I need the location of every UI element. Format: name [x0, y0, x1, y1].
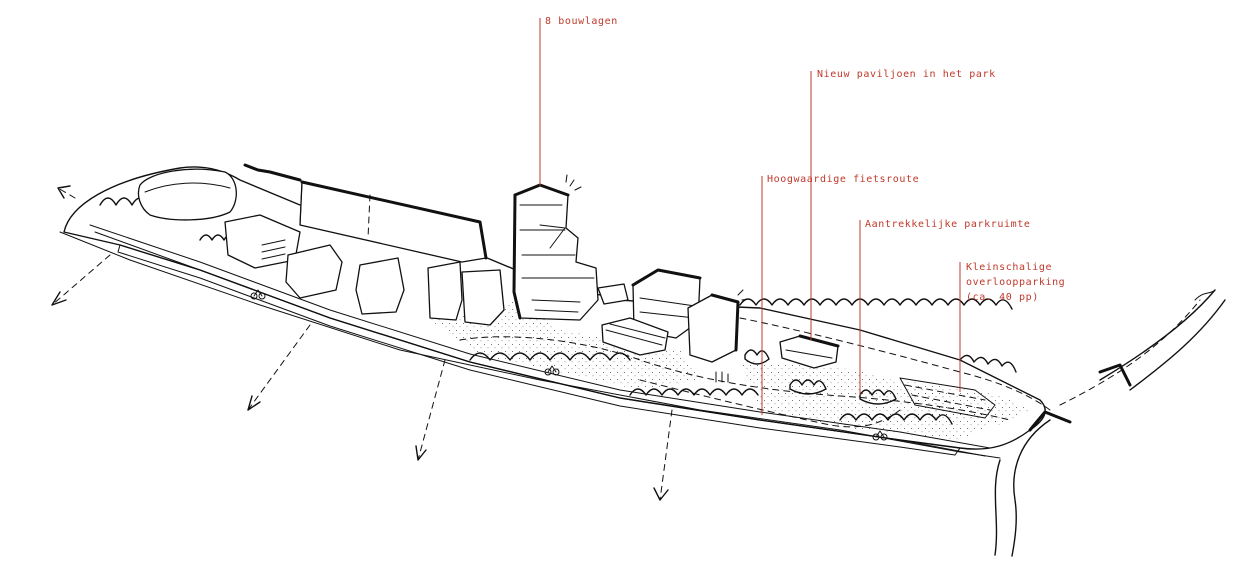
annotation-pavilion: Nieuw paviljoen in het park — [817, 69, 996, 80]
access-arrows — [51, 185, 673, 501]
road-bridge — [994, 289, 1226, 557]
tree-canopies — [99, 197, 1017, 425]
park-pavilion — [779, 334, 840, 369]
annotation-leaders — [539, 18, 961, 415]
annotation-park-space: Aantrekkelijke parkruimte — [865, 219, 1031, 230]
annotation-parking: Kleinschalige overloopparking (ca. 40 pp… — [966, 262, 1066, 303]
buildings-center — [597, 268, 749, 363]
slab-building — [299, 180, 488, 263]
park-paths — [459, 317, 1051, 428]
overflow-parking — [899, 377, 996, 419]
tower-8-floors — [512, 174, 599, 321]
annotation-floors: 8 bouwlagen — [545, 16, 618, 27]
annotation-bike-route: Hoogwaardige fietsroute — [767, 174, 920, 185]
buildings-west — [137, 163, 505, 326]
cyclist-figures — [250, 289, 888, 441]
